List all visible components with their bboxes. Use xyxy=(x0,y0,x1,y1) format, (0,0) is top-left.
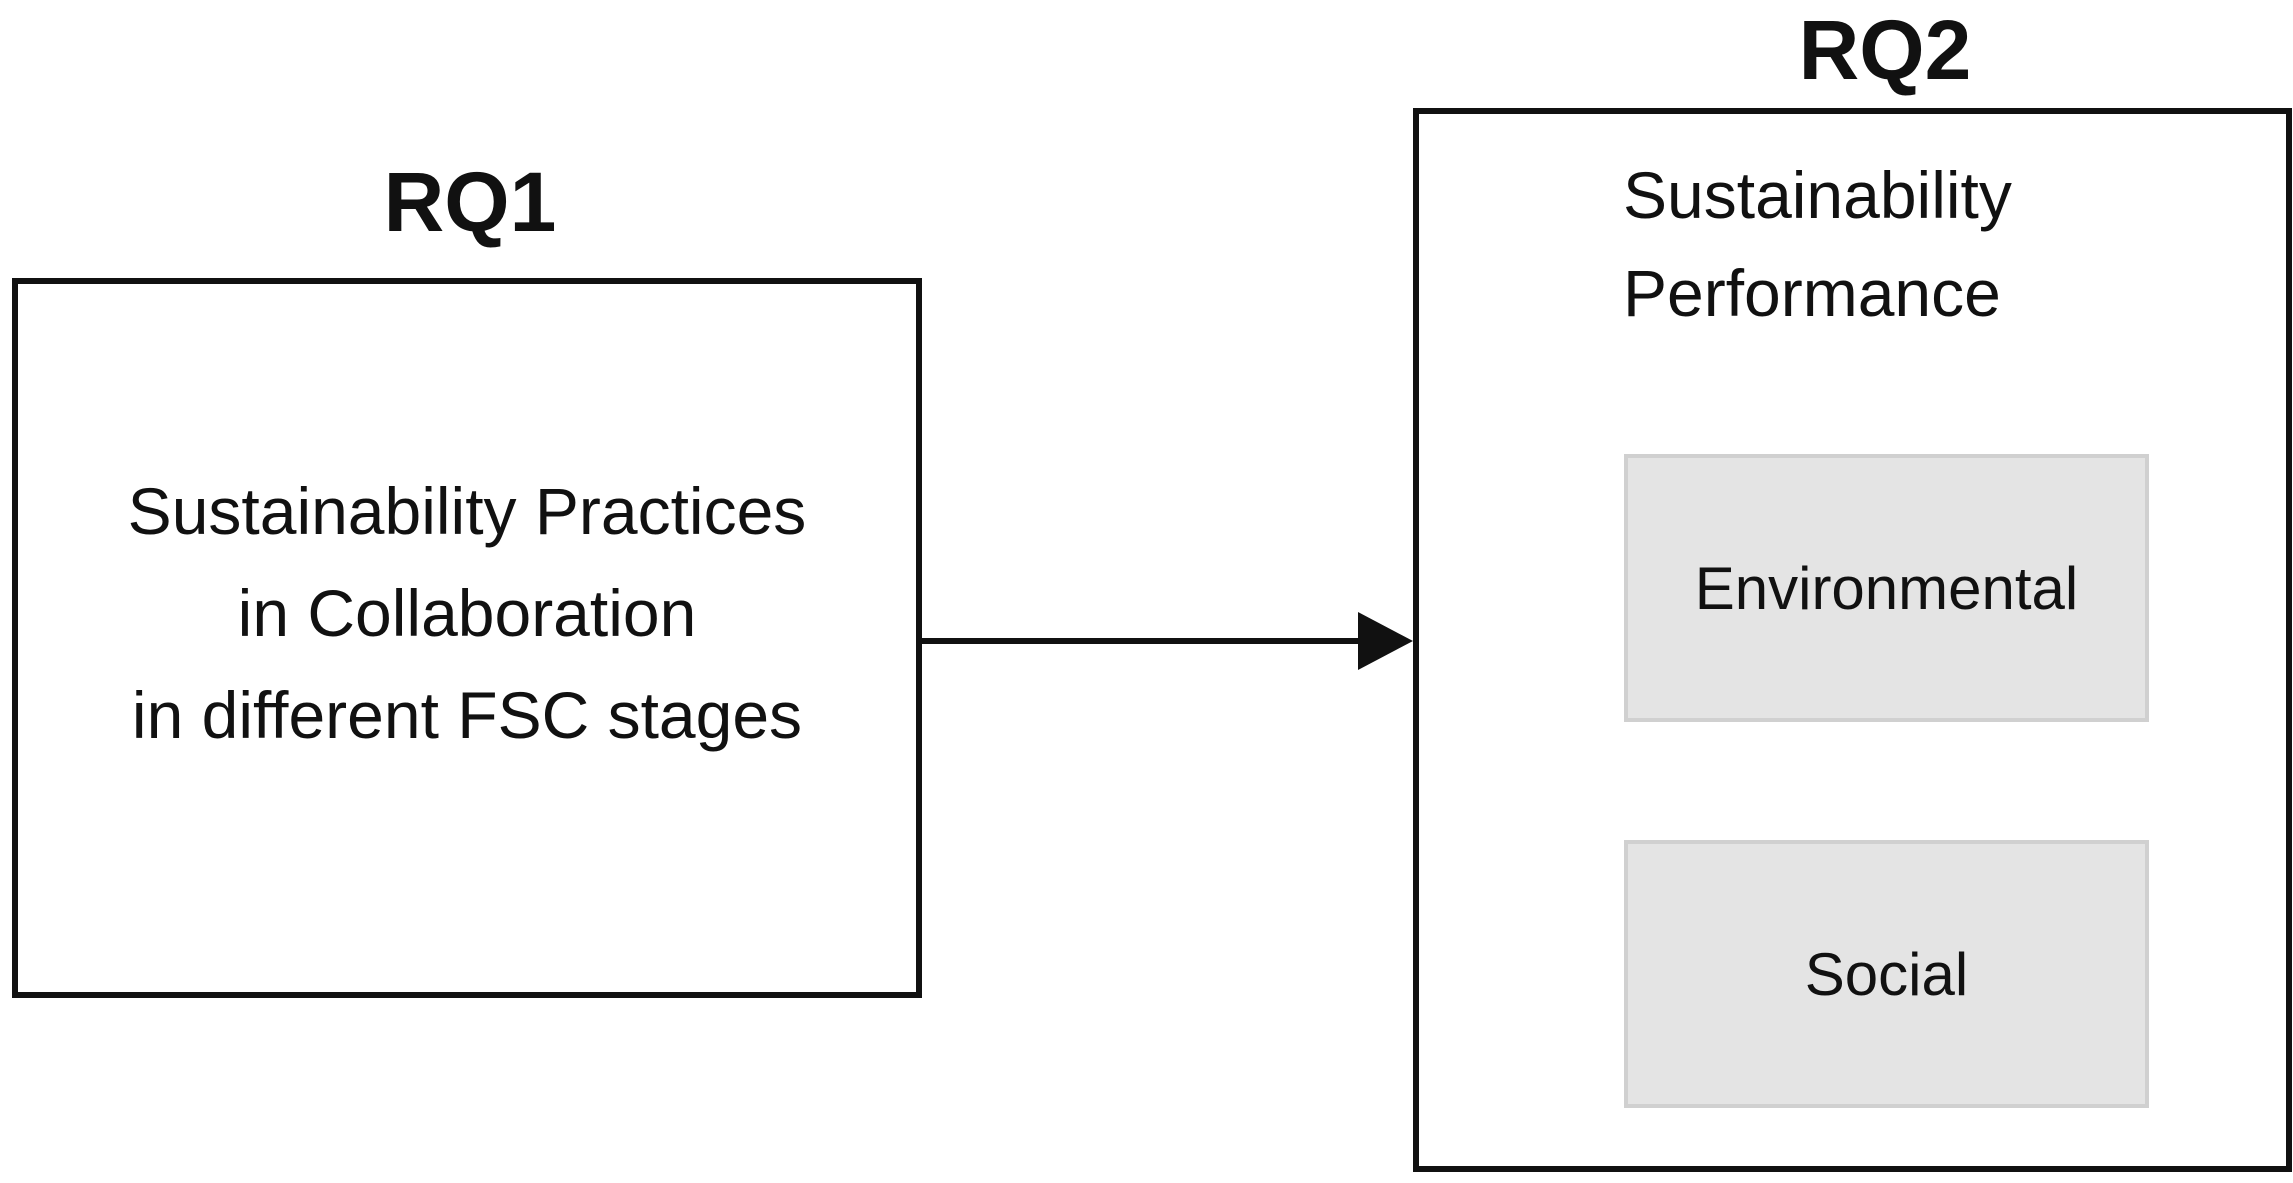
sustainability-performance-title: Sustainability Performance xyxy=(1623,146,2012,342)
rq1-line-1: Sustainability Practices xyxy=(127,474,807,548)
arrow-head xyxy=(1358,612,1413,670)
rq2-label: RQ2 xyxy=(1798,3,1972,97)
rq1-label: RQ1 xyxy=(383,155,557,249)
sustainability-practices-text: Sustainability Practices in Collaboratio… xyxy=(128,460,807,766)
sustainability-performance-box: Sustainability Performance Environmental… xyxy=(1413,108,2292,1172)
environmental-box: Environmental xyxy=(1624,454,2149,722)
rq1-line-2: in Collaboration xyxy=(237,576,697,650)
rq2-title-line-1: Sustainability xyxy=(1623,158,2012,232)
sustainability-practices-box: Sustainability Practices in Collaboratio… xyxy=(12,278,922,998)
rq1-line-3: in different FSC stages xyxy=(131,678,803,752)
social-box: Social xyxy=(1624,840,2149,1108)
rq2-title-line-2: Performance xyxy=(1623,256,2001,330)
